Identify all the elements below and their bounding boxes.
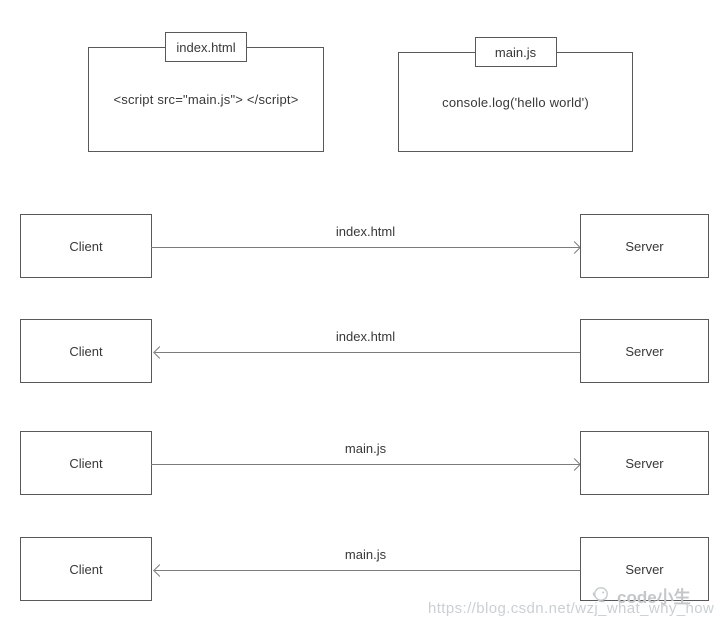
- exchange-row-request-index-html: Client index.html Server: [0, 214, 726, 278]
- client-label: Client: [69, 238, 103, 254]
- message-label: main.js: [344, 547, 387, 562]
- message-channel: index.html: [151, 319, 580, 383]
- server-label: Server: [625, 455, 664, 471]
- file-content-main-js: console.log('hello world'): [442, 94, 589, 110]
- watermark-brand-text: code小生: [617, 588, 691, 607]
- arrow-right-icon: [151, 464, 580, 465]
- client-box: Client: [20, 214, 152, 278]
- client-label: Client: [69, 561, 103, 577]
- codexiaosheng-logo-icon: [592, 586, 614, 606]
- file-box-main-js: main.js console.log('hello world'): [398, 37, 633, 152]
- client-box: Client: [20, 431, 152, 495]
- file-content-index-html: <script src="main.js"> </script>: [113, 92, 299, 107]
- client-box: Client: [20, 537, 152, 601]
- server-label: Server: [625, 238, 664, 254]
- message-label: main.js: [344, 441, 387, 456]
- server-label: Server: [625, 561, 664, 577]
- file-tab-label: index.html: [176, 39, 236, 55]
- server-box: Server: [580, 319, 709, 383]
- server-box: Server: [580, 537, 709, 601]
- arrow-right-icon: [151, 247, 580, 248]
- watermark-url: https://blog.csdn.net/wzj_what_why_how: [428, 600, 715, 617]
- server-box: Server: [580, 214, 709, 278]
- client-label: Client: [69, 343, 103, 359]
- watermark-brand: code小生: [592, 583, 691, 608]
- server-box: Server: [580, 431, 709, 495]
- file-tab-index-html: index.html: [165, 32, 247, 62]
- file-box-index-html: index.html <script src="main.js"> </scri…: [88, 32, 324, 152]
- arrow-left-icon: [155, 352, 580, 353]
- exchange-row-request-main-js: Client main.js Server: [0, 431, 726, 495]
- message-channel: index.html: [151, 214, 580, 278]
- message-channel: main.js: [151, 431, 580, 495]
- file-tab-main-js: main.js: [474, 37, 557, 67]
- message-label: index.html: [335, 224, 396, 239]
- exchange-row-response-index-html: Client index.html Server: [0, 319, 726, 383]
- server-label: Server: [625, 343, 664, 359]
- exchange-row-response-main-js: Client main.js Server: [0, 537, 726, 601]
- client-label: Client: [69, 455, 103, 471]
- message-label: index.html: [335, 329, 396, 344]
- message-channel: main.js: [151, 537, 580, 601]
- file-tab-label: main.js: [494, 44, 537, 60]
- arrow-left-icon: [155, 570, 580, 571]
- client-box: Client: [20, 319, 152, 383]
